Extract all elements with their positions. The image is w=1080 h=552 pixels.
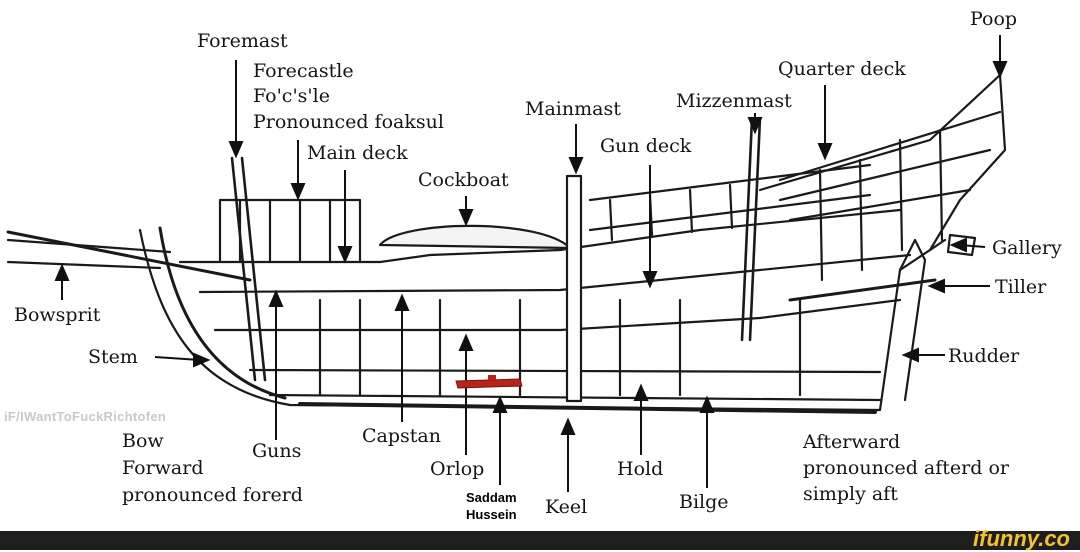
- label-bow: Bow: [122, 430, 164, 452]
- label-guns: Guns: [252, 440, 302, 462]
- orlop-deck-line: [213, 298, 902, 332]
- rudder-shape: [898, 238, 927, 402]
- label-gallery: Gallery: [992, 237, 1062, 259]
- label-cockboat: Cockboat: [418, 169, 509, 191]
- foremast-spar: [230, 156, 267, 382]
- label-mizzenmast: Mizzenmast: [676, 90, 792, 112]
- label-poop: Poop: [970, 8, 1018, 30]
- label-stem: Stem: [88, 346, 138, 368]
- mainmast-spar: [565, 174, 583, 403]
- cockboat-shape: [378, 224, 572, 250]
- label-forward: Forward: [122, 457, 204, 479]
- mizzenmast-spar: [740, 116, 762, 342]
- label-simply-aft: simply aft: [803, 483, 898, 505]
- label-focsle: Fo'c's'le: [253, 85, 330, 107]
- label-keel: Keel: [545, 496, 588, 518]
- forecastle: [218, 198, 362, 264]
- label-foremast: Foremast: [197, 30, 288, 52]
- watermark-text: iF/IWantToFuckRichtofen: [4, 409, 167, 424]
- label-capstan: Capstan: [362, 425, 441, 447]
- label-hold: Hold: [617, 458, 664, 480]
- bowsprit-spar: [6, 230, 252, 282]
- stem: [158, 226, 287, 400]
- label-tiller: Tiller: [995, 276, 1047, 298]
- hold-line: [248, 368, 882, 374]
- label-main-deck: Main deck: [307, 142, 408, 164]
- label-pronounced-foaksul: Pronounced foaksul: [253, 111, 444, 133]
- label-bowsprit: Bowsprit: [14, 304, 101, 326]
- label-forecastle: Forecastle: [253, 60, 354, 82]
- keel: [298, 402, 877, 414]
- label-mainmast: Mainmast: [525, 98, 621, 120]
- tiller-bar: [788, 278, 937, 302]
- main-deck-line: [178, 208, 902, 264]
- label-hussein: Hussein: [466, 507, 517, 522]
- label-bilge: Bilge: [679, 491, 729, 513]
- ifunny-logo: ifunny.co: [973, 526, 1070, 551]
- label-orlop: Orlop: [430, 458, 485, 480]
- label-pronounced-forerd: pronounced forerd: [122, 484, 303, 506]
- submarine-shape: [455, 375, 523, 389]
- label-gun-deck: Gun deck: [600, 135, 692, 157]
- stern-castle: [758, 73, 1007, 252]
- label-pronounced-afterd: pronounced afterd or: [803, 457, 1009, 479]
- gun-deck-line: [198, 253, 912, 294]
- hull-outline: [138, 228, 947, 412]
- label-quarter-deck: Quarter deck: [778, 58, 906, 80]
- label-saddam: Saddam: [466, 490, 517, 505]
- label-afterward: Afterward: [803, 431, 901, 453]
- label-rudder: Rudder: [948, 345, 1020, 367]
- footer-bar: ifunny.co: [0, 526, 1080, 551]
